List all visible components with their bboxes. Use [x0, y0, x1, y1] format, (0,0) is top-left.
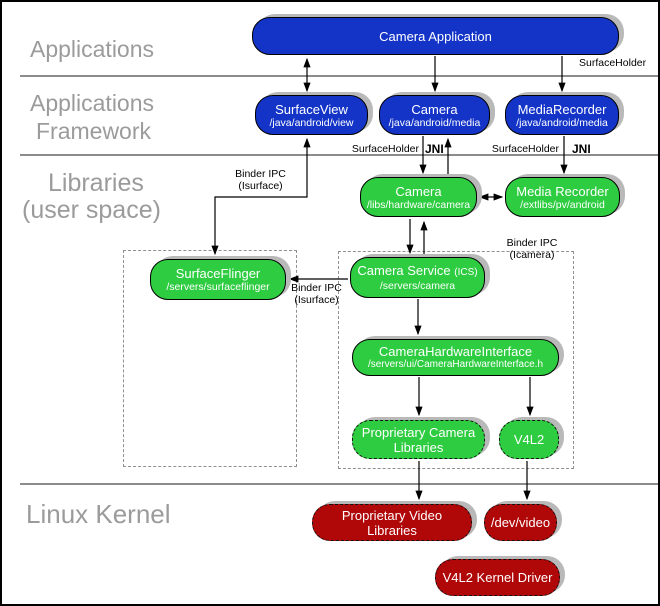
- layer-label-framework-line1: Applications: [30, 90, 155, 116]
- box-camera-service: Camera Service (ICS) /servers/camera: [350, 257, 485, 298]
- label-binder-ipc-icamera-l1: Binder IPC: [506, 237, 558, 249]
- box-v4l2-kernel-driver: V4L2 Kernel Driver: [435, 559, 560, 596]
- box-camera-framework-title: Camera: [411, 101, 458, 117]
- box-v4l2: V4L2: [499, 420, 559, 459]
- box-surfaceview-title: SurfaceView: [275, 101, 348, 117]
- layer-label-linux-kernel: Linux Kernel: [26, 499, 171, 529]
- layer-label-libraries-line2: (user space): [22, 196, 161, 224]
- box-prop-video-lib-line1: Proprietary Video: [341, 507, 443, 523]
- box-mediarecorder-framework-title: MediaRecorder: [517, 101, 607, 117]
- box-dev-video-title: /dev/video: [490, 515, 551, 530]
- label-surfaceholder-camera: SurfaceHolder: [351, 143, 419, 155]
- box-camera-service-title-text: Camera Service: [357, 263, 451, 278]
- label-binder-ipc-icamera-l2: (Icamera): [509, 248, 555, 261]
- label-binder-ipc-icamera: Binder IPC (Icamera): [487, 237, 577, 261]
- box-v4l2-title: V4L2: [513, 432, 545, 447]
- box-camera-service-title-suffix: (ICS): [454, 267, 478, 278]
- box-surfaceview: SurfaceView /java/android/view: [255, 95, 368, 135]
- label-binder-ipc-isurface-top-l2: (Isurface): [238, 179, 283, 192]
- box-chi-title: CameraHardwareInterface: [378, 344, 533, 359]
- box-surfaceflinger-path: /servers/surfaceflinger: [166, 281, 270, 293]
- label-jni-mediarecorder: JNI: [572, 142, 591, 156]
- box-camera-framework-path: /java/android/media: [388, 116, 481, 129]
- layer-label-framework-line2: Framework: [36, 118, 152, 144]
- box-prop-cam-lib-line1: Proprietary Camera: [361, 424, 476, 440]
- box-mediarecorder-framework: MediaRecorder /java/android/media: [505, 95, 619, 135]
- label-surfaceholder-top: SurfaceHolder: [579, 57, 647, 69]
- box-camera-framework: Camera /java/android/media: [379, 95, 490, 135]
- box-mediarecorder-framework-path: /java/android/media: [516, 116, 608, 129]
- box-proprietary-video-libraries: Proprietary Video Libraries: [312, 504, 472, 541]
- box-camera-lib-path: /libs/hardware/camera: [366, 198, 471, 211]
- divider-framework-libraries: [20, 154, 658, 156]
- box-dev-video: /dev/video: [484, 504, 557, 541]
- box-surfaceflinger: SurfaceFlinger /servers/surfaceflinger: [150, 259, 286, 300]
- surfaceflinger-process-boundary: [123, 250, 297, 467]
- box-v4l2-kernel-driver-title: V4L2 Kernel Driver: [442, 570, 553, 585]
- box-surfaceflinger-title: SurfaceFlinger: [175, 266, 261, 281]
- divider-libraries-kernel: [20, 483, 658, 485]
- arrow-surfaceview-surfaceflinger: [211, 137, 311, 256]
- label-jni-camera: JNI: [425, 142, 444, 156]
- box-camera-service-title: Camera Service (ICS): [357, 263, 477, 280]
- label-binder-ipc-isurface-low-l1: Binder IPC: [291, 282, 342, 294]
- box-prop-video-lib-line2: Libraries: [367, 522, 417, 538]
- layer-label-libraries-line1: Libraries: [48, 169, 144, 197]
- box-mediarecorder-lib: Media Recorder /extlibs/pv/android: [505, 177, 620, 217]
- label-binder-ipc-isurface-low: Binder IPC (Isurface): [274, 282, 359, 306]
- box-camera-service-path: /servers/camera: [379, 280, 456, 292]
- box-surfaceview-path: /java/android/view: [269, 116, 354, 129]
- box-prop-cam-lib-line2: Libraries: [393, 439, 444, 455]
- box-mediarecorder-lib-path: /extlibs/pv/android: [520, 198, 605, 211]
- box-camera-hardware-interface: CameraHardwareInterface /servers/ui/Came…: [352, 339, 559, 376]
- box-camera-application-title: Camera Application: [379, 28, 492, 44]
- box-mediarecorder-lib-title: Media Recorder: [516, 183, 609, 199]
- box-chi-path: /servers/ui/CameraHardwareInterface.h: [367, 359, 544, 370]
- box-camera-lib: Camera /libs/hardware/camera: [360, 177, 477, 217]
- box-camera-application: Camera Application: [252, 17, 619, 55]
- label-surfaceholder-mediarecorder: SurfaceHolder: [491, 143, 559, 155]
- box-camera-lib-title: Camera: [395, 183, 442, 199]
- label-binder-ipc-isurface-low-l2: (Isurface): [294, 293, 339, 306]
- cameraservice-process-boundary: [338, 251, 574, 469]
- divider-applications-framework: [20, 75, 658, 77]
- layer-label-applications: Applications: [30, 36, 155, 62]
- box-proprietary-camera-libraries: Proprietary Camera Libraries: [352, 420, 485, 459]
- label-binder-ipc-isurface-top-l1: Binder IPC: [235, 168, 286, 180]
- label-binder-ipc-isurface-top: Binder IPC (Isurface): [218, 168, 303, 192]
